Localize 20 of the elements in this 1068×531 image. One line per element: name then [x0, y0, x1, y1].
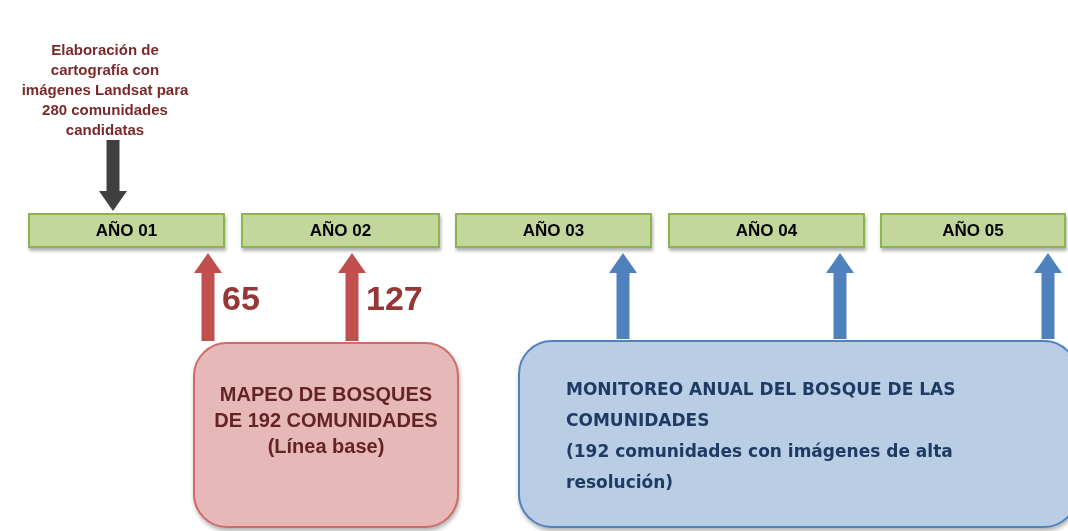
block-arrow [99, 140, 127, 211]
year-box: AÑO 01 [28, 213, 225, 248]
phase-box [193, 342, 459, 528]
phase-note: (192 comunidades con imágenes de alta resolución) [566, 440, 954, 494]
phase-title: MAPEO DE BOSQUES DE 192 COMUNIDADES [213, 382, 439, 433]
phase-box [518, 340, 1068, 528]
year-box: AÑO 02 [241, 213, 440, 248]
year-box: AÑO 03 [455, 213, 652, 248]
year-box: AÑO 05 [880, 213, 1066, 248]
block-arrow [826, 253, 854, 339]
phase-note: (Línea base) [266, 434, 386, 459]
year-box: AÑO 04 [668, 213, 865, 248]
block-arrow [338, 253, 366, 341]
note-text: Elaboración de cartografía con imágenes Landsat para 280 comunidades candidatas [16, 40, 194, 140]
block-arrow [609, 253, 637, 339]
block-arrow [1034, 253, 1062, 339]
edge-label: 65 [222, 280, 260, 316]
block-arrow [194, 253, 222, 341]
edge-label: 127 [366, 280, 423, 316]
phase-title: MONITOREO ANUAL DEL BOSQUE DE LAS COMUNIDADES [566, 378, 957, 432]
